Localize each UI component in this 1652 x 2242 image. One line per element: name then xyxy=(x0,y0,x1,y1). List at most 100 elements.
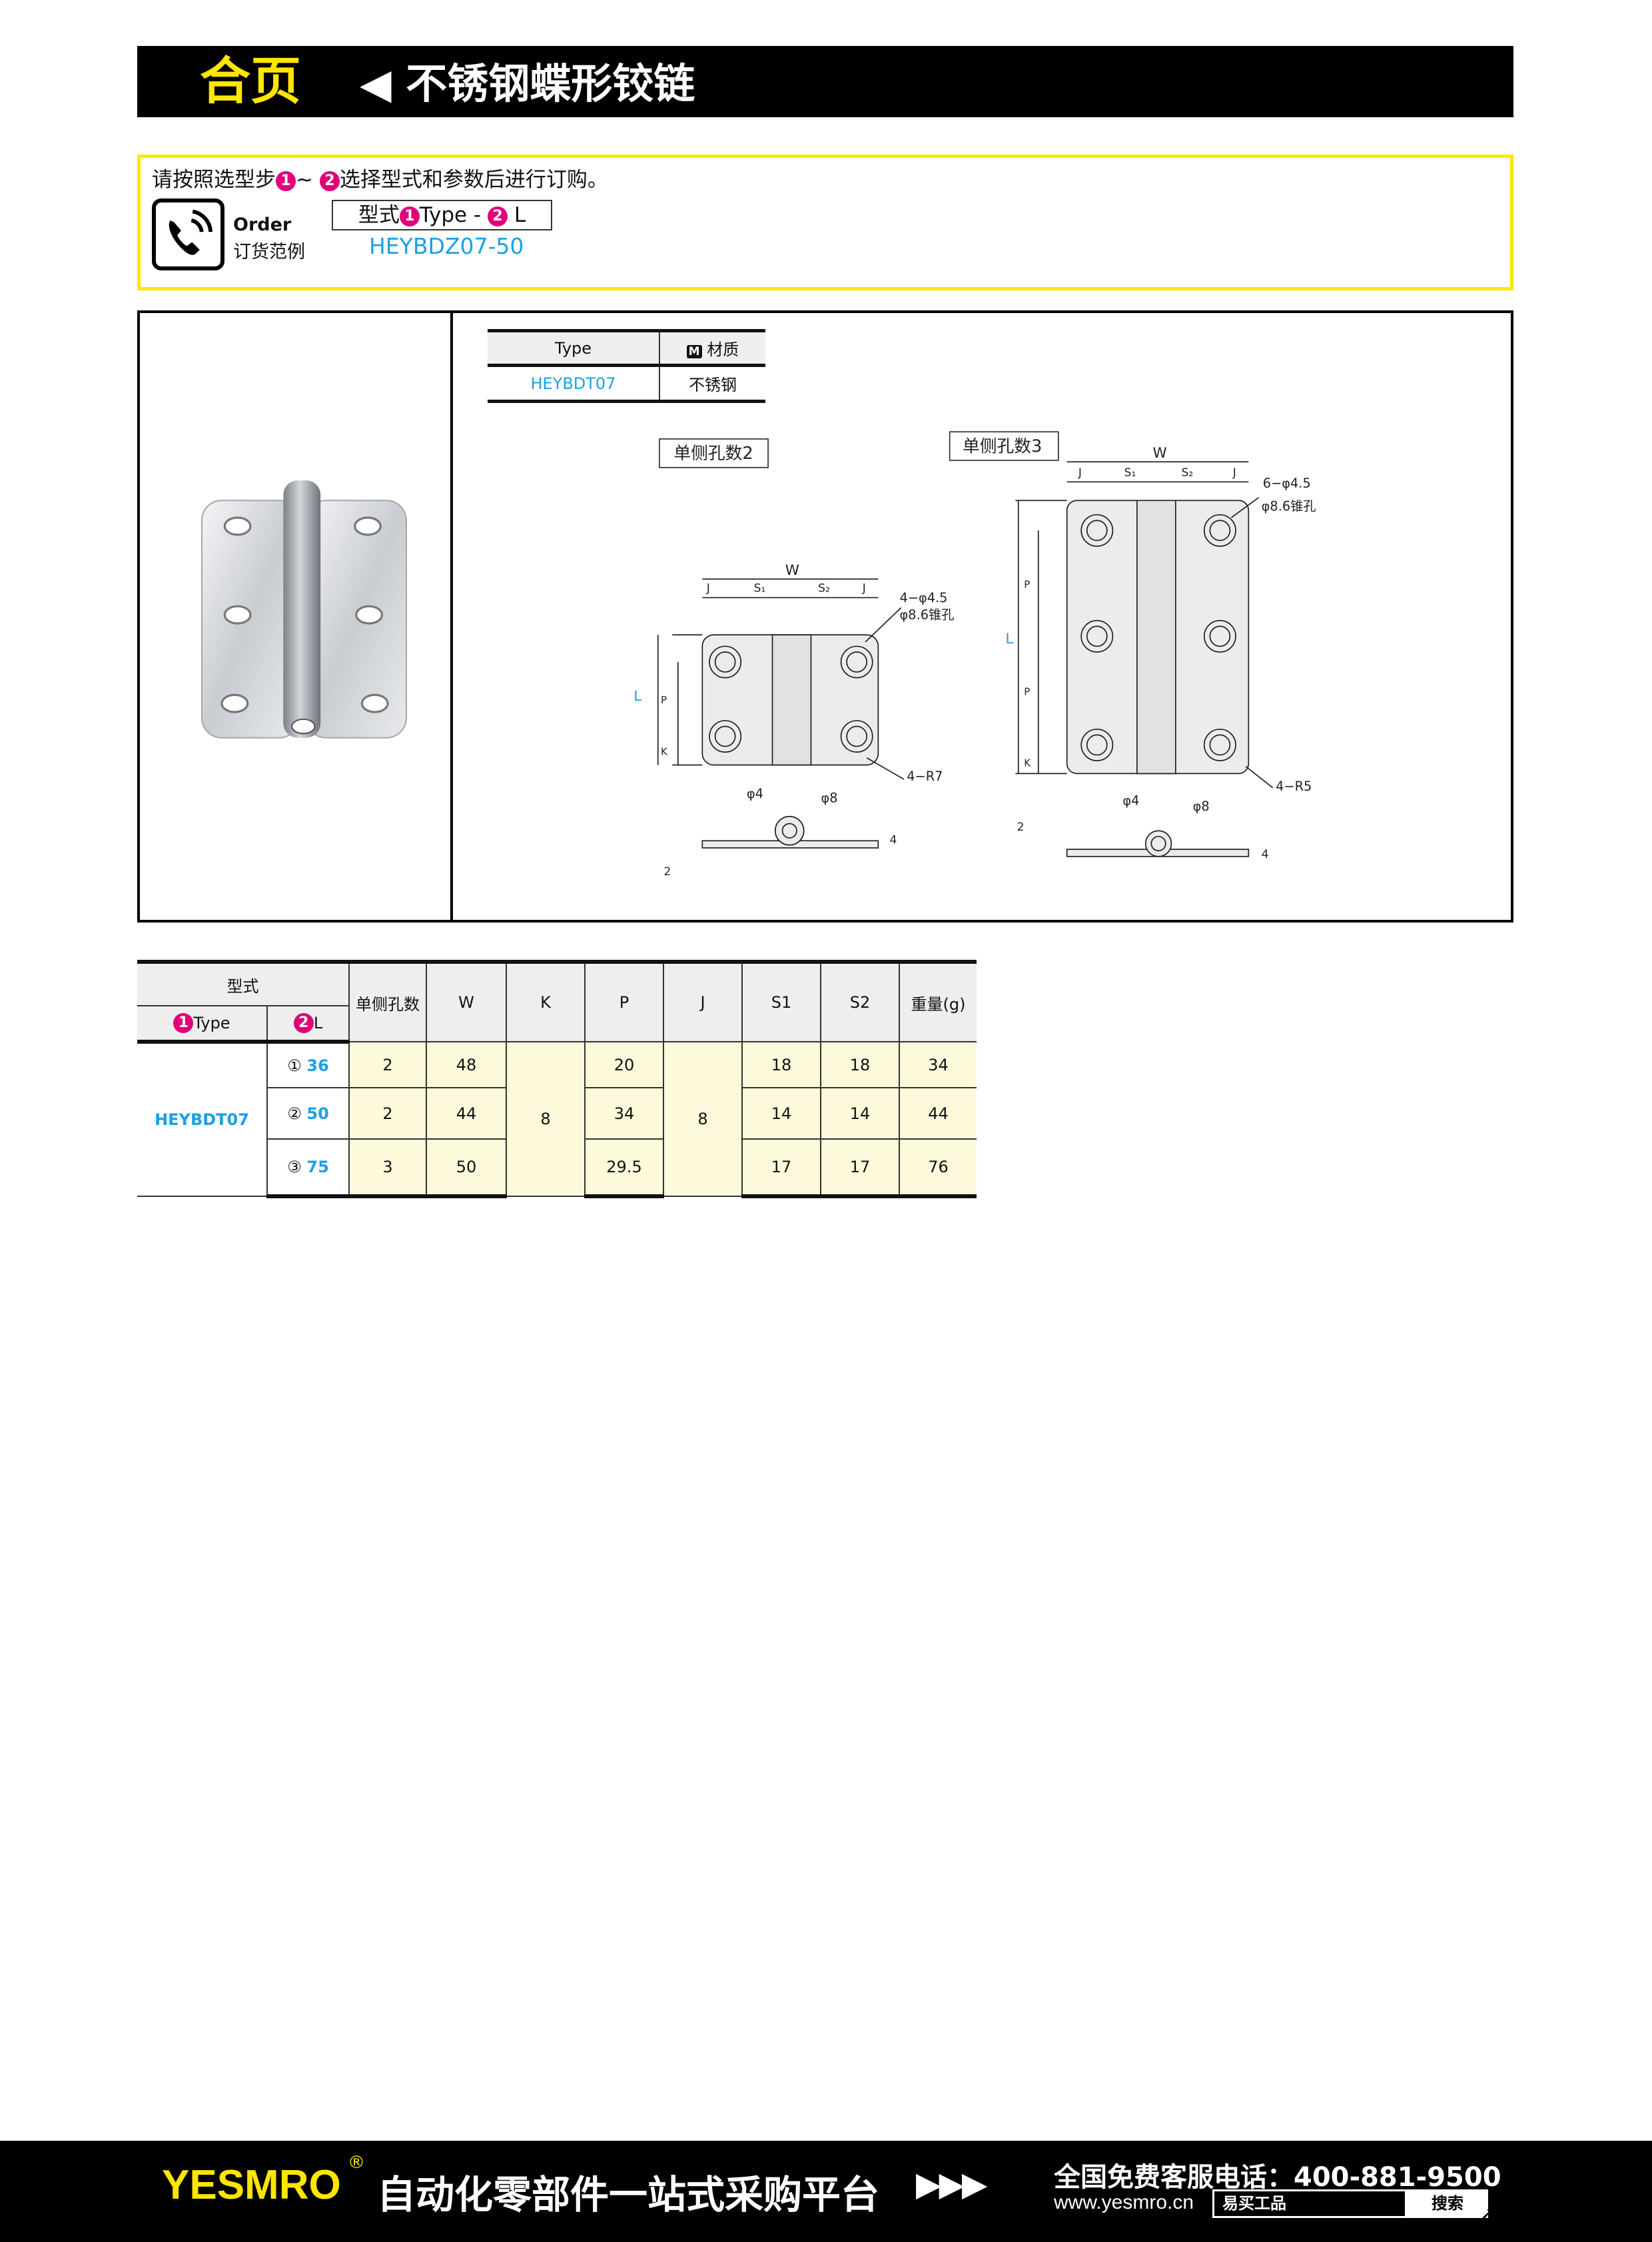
header-weight: 重量(g) xyxy=(899,960,977,1042)
l-cell[interactable]: ① 36 xyxy=(266,1041,350,1088)
s2-cell: 14 xyxy=(820,1087,900,1140)
holes-cell: 3 xyxy=(348,1138,427,1198)
dim-countersink: φ8.6锥孔 xyxy=(900,607,955,623)
l-cell[interactable]: ③ 75 xyxy=(267,1138,350,1198)
search-input[interactable]: 易买工品 xyxy=(1212,2189,1407,2218)
dim-w: W xyxy=(1153,445,1167,462)
table-row: ③ 75 3 50 29.5 17 17 76 xyxy=(137,1138,977,1198)
dim-j: J xyxy=(862,582,866,595)
s1-cell: 18 xyxy=(741,1041,821,1088)
step-2-badge: 2 xyxy=(319,171,340,191)
dim-d4: φ4 xyxy=(1122,793,1139,809)
format-l: L xyxy=(514,203,526,227)
material-header-type: Type xyxy=(488,329,659,367)
website-link[interactable]: www.yesmro.cn xyxy=(1054,2191,1194,2213)
dim-t2: 2 xyxy=(663,865,671,879)
p-cell: 29.5 xyxy=(584,1138,664,1198)
header-holes: 单侧孔数 xyxy=(348,960,427,1042)
step-2-badge: 2 xyxy=(487,206,508,226)
phone-icon xyxy=(152,198,224,270)
w-cell: 48 xyxy=(426,1041,507,1088)
dim-holes: 6−φ4.5 xyxy=(1263,476,1311,491)
holes-cell: 2 xyxy=(348,1041,427,1088)
product-frame xyxy=(137,310,1513,923)
dim-s2: S₂ xyxy=(1181,466,1193,480)
l-value: 50 xyxy=(306,1104,329,1123)
cursor-icon: ➚ xyxy=(1480,2202,1496,2224)
p-cell: 34 xyxy=(584,1087,664,1140)
s1-cell: 17 xyxy=(741,1138,821,1198)
search-button[interactable]: 搜索 xyxy=(1407,2189,1488,2218)
dim-radius: 4−R7 xyxy=(907,769,943,784)
header-p: P xyxy=(584,960,664,1042)
l-value: 75 xyxy=(306,1158,329,1176)
order-example-code: HEYBDZ07-50 xyxy=(369,233,524,259)
dim-j: J xyxy=(1078,466,1082,480)
page-title: ◀ 不锈钢蝶形铰链 xyxy=(360,59,695,108)
s2-cell: 18 xyxy=(820,1041,900,1088)
dim-d8: φ8 xyxy=(1193,799,1210,814)
order-label-en: Order xyxy=(233,214,292,235)
s2-cell: 17 xyxy=(820,1138,900,1198)
k-cell: 8 xyxy=(506,1041,586,1197)
brand-logo[interactable]: YESMRO xyxy=(162,2162,341,2208)
dim-countersink: φ8.6锥孔 xyxy=(1262,498,1316,514)
header-l-label: L xyxy=(313,1014,323,1032)
header-k: K xyxy=(506,960,586,1042)
dim-p: P xyxy=(661,694,667,706)
frame-divider xyxy=(450,310,453,923)
row-index: ③ xyxy=(287,1158,302,1176)
table-row: ② 50 2 44 34 14 14 44 xyxy=(137,1087,977,1140)
p-cell: 20 xyxy=(584,1041,664,1088)
step-1-badge: 1 xyxy=(276,171,296,191)
format-prefix: 型式 xyxy=(358,203,400,227)
hinge-photo xyxy=(201,480,408,739)
row-index: ② xyxy=(287,1104,302,1123)
dim-s2: S₂ xyxy=(818,582,830,595)
dim-t4: 4 xyxy=(890,834,897,847)
dim-t4: 4 xyxy=(1262,848,1269,861)
dim-k: K xyxy=(661,745,668,757)
l-cell[interactable]: ② 50 xyxy=(267,1087,350,1140)
step-1-badge: 1 xyxy=(399,206,420,226)
step-2-badge: 2 xyxy=(293,1013,314,1033)
dim-w: W xyxy=(785,562,799,579)
header-type-label: Type xyxy=(193,1014,230,1032)
dim-t2: 2 xyxy=(1017,821,1025,834)
header-s1: S1 xyxy=(741,960,821,1042)
header-j: J xyxy=(663,960,743,1042)
hotline-text: 全国免费客服电话：400-881-9500 xyxy=(1054,2162,1501,2193)
row-index: ① xyxy=(287,1056,302,1075)
w-cell: 44 xyxy=(426,1087,507,1140)
holes-cell: 2 xyxy=(348,1087,427,1140)
type-cell[interactable]: HEYBDT07 xyxy=(137,1041,268,1197)
dim-s1: S₁ xyxy=(754,582,766,595)
dim-d4: φ4 xyxy=(747,786,763,801)
s1-cell: 14 xyxy=(741,1087,821,1140)
material-value: 不锈钢 xyxy=(658,365,765,403)
dim-k: K xyxy=(1024,757,1031,769)
l-value: 36 xyxy=(306,1056,329,1075)
instruction-sep: ~ xyxy=(296,168,320,192)
material-header-material: M 材质 xyxy=(658,329,765,367)
material-type[interactable]: HEYBDT07 xyxy=(488,365,659,403)
order-example-box xyxy=(137,155,1513,290)
dim-radius: 4−R5 xyxy=(1276,779,1312,794)
dim-s1: S₁ xyxy=(1124,466,1136,480)
arrows-icon: ▶▶▶ xyxy=(916,2165,987,2203)
drawing-3-holes xyxy=(949,431,1274,857)
dim-d8: φ8 xyxy=(821,790,837,805)
order-label-cn: 订货范例 xyxy=(233,242,305,262)
dim-p: P xyxy=(1024,578,1030,590)
material-badge-icon: M xyxy=(686,345,702,358)
header-s2: S2 xyxy=(820,960,900,1042)
weight-cell: 76 xyxy=(899,1138,977,1198)
weight-cell: 44 xyxy=(899,1087,977,1140)
